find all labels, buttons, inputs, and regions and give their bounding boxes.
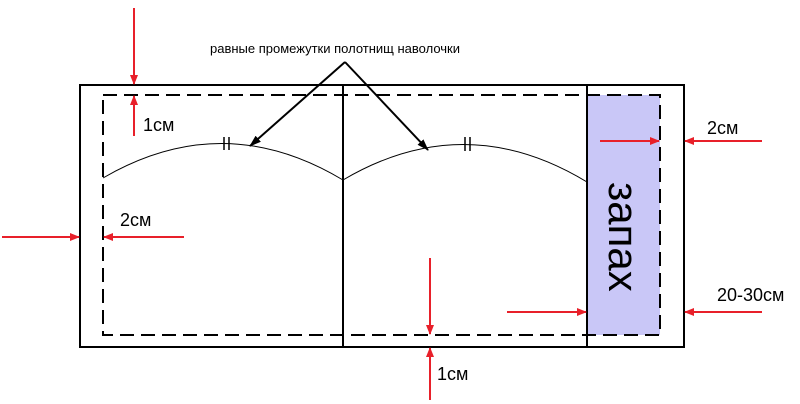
seam-line	[102, 94, 661, 336]
pointer-arrow-left	[249, 61, 346, 147]
flap-size-label: 20-30см	[717, 285, 784, 305]
equal-mark-2	[464, 137, 471, 151]
right-margin-label: 2см	[707, 118, 738, 138]
gap-arc-1	[102, 143, 344, 181]
fabric-outline	[79, 84, 685, 348]
top-margin-label: 1см	[143, 115, 174, 135]
equal-gaps-annotation: равные промежутки полотнищ наволочки	[210, 41, 460, 56]
left-margin-label: 2см	[120, 210, 151, 230]
flap-label: запах	[600, 182, 647, 292]
flap-area	[587, 95, 660, 335]
bottom-margin-label: 1см	[437, 364, 468, 384]
dimension-arrows	[2, 8, 762, 400]
pointer-arrow-right	[344, 61, 429, 151]
equal-mark-1	[223, 137, 230, 150]
